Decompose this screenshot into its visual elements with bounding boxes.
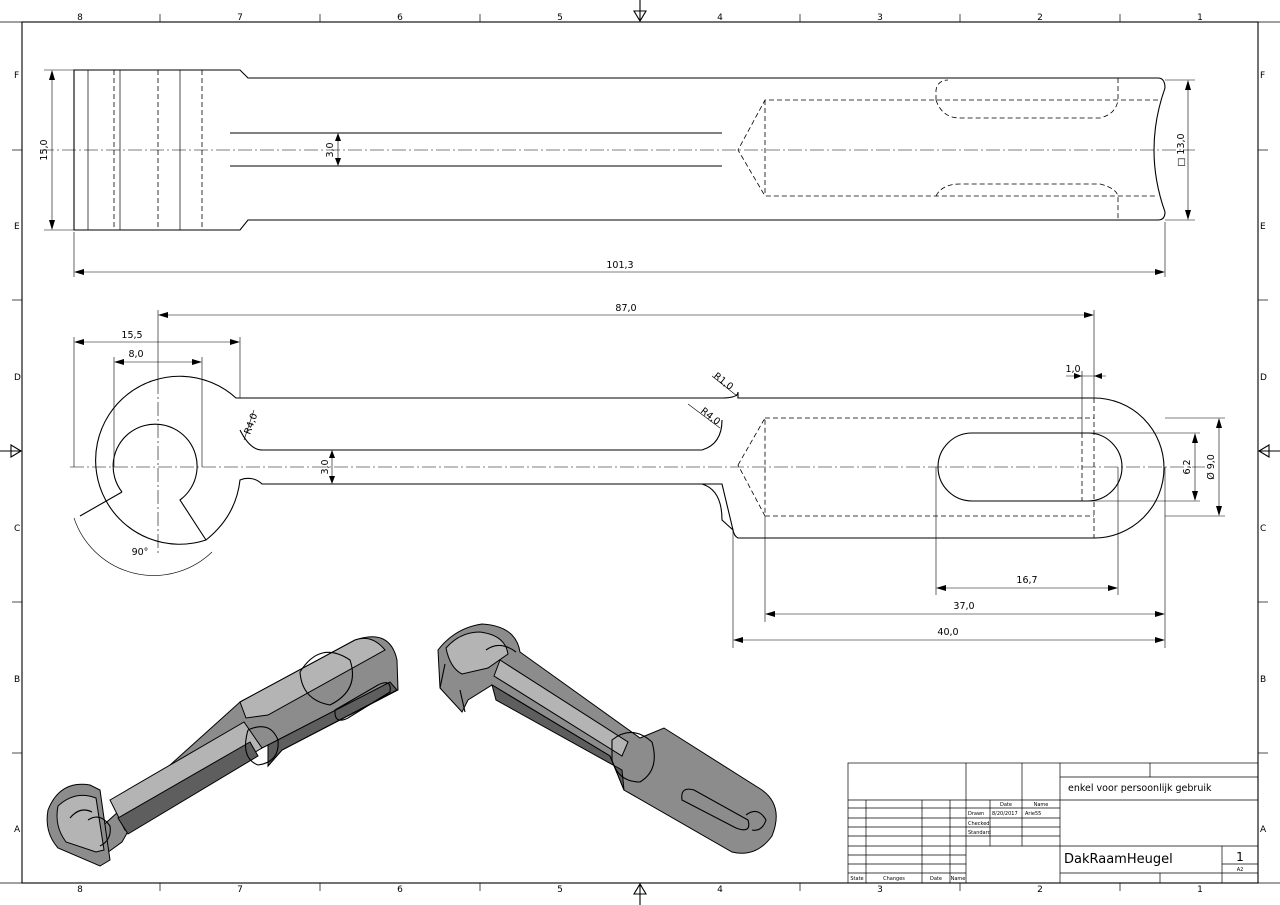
zone-row-b-left: B <box>14 675 20 685</box>
isometric-view-right <box>437 623 777 854</box>
dim-front-87: 87,0 <box>615 303 636 314</box>
title-block: enkel voor persoonlijk gebruik Date Name… <box>847 762 1259 884</box>
title-block-rev-changes: Changes <box>883 876 905 882</box>
dim-front-1: 1,0 <box>1065 364 1080 375</box>
title-block-format: A2 <box>1237 867 1244 873</box>
dim-front-slot: 3,0 <box>320 459 331 474</box>
zone-col-3-top: 3 <box>877 13 883 23</box>
zone-row-f-left: F <box>14 71 19 81</box>
dim-front-angle: 90° <box>132 547 149 558</box>
zone-col-6-bottom: 6 <box>397 885 403 895</box>
zone-row-d-left: D <box>14 373 21 383</box>
dim-front-8: 8,0 <box>128 349 143 360</box>
title-block-row-standard: Standard <box>968 830 991 836</box>
zone-row-a-left: A <box>14 825 21 835</box>
dim-front-r4-right: R4,0 <box>698 406 722 428</box>
zone-row-c-right: C <box>1260 524 1266 534</box>
dim-front-37: 37,0 <box>953 601 974 612</box>
zone-col-7-top: 7 <box>237 13 243 23</box>
zone-col-2-top: 2 <box>1037 13 1043 23</box>
title-block-col-name: Name <box>1034 802 1049 808</box>
title-block-sheet: 1 <box>1236 850 1244 864</box>
dim-front-16-7: 16,7 <box>1016 575 1037 586</box>
zone-col-4-top: 4 <box>717 13 723 23</box>
title-block-row-drawn: Drawn <box>968 811 984 817</box>
zone-ticks <box>12 14 1268 891</box>
dim-front-9: Ø 9,0 <box>1206 454 1217 480</box>
zone-col-8-bottom: 8 <box>77 885 83 895</box>
zone-col-5-bottom: 5 <box>557 885 563 895</box>
zone-row-c-left: C <box>14 524 20 534</box>
isometric-view-left <box>46 636 399 867</box>
zone-col-6-top: 6 <box>397 13 403 23</box>
zone-col-1-top: 1 <box>1197 13 1203 23</box>
zone-col-4-bottom: 4 <box>717 885 723 895</box>
zone-col-5-top: 5 <box>557 13 563 23</box>
dim-front-40: 40,0 <box>937 627 958 638</box>
zone-row-d-right: D <box>1260 373 1267 383</box>
zone-row-a-right: A <box>1260 825 1267 835</box>
dim-top-square: □ 13,0 <box>1176 133 1187 166</box>
title-block-row-checked: Checked <box>968 821 989 827</box>
dim-top-height: 15,0 <box>39 139 50 160</box>
dim-front-r4-left: R4,0 <box>242 412 260 436</box>
title-block-rev-date: Date <box>930 876 942 882</box>
zone-col-7-bottom: 7 <box>237 885 243 895</box>
dim-top-slot: 3,0 <box>325 142 336 157</box>
top-view: 15,0 3,0 □ 13,0 101,3 <box>39 69 1195 277</box>
dim-front-r1: R1,0 <box>711 371 735 393</box>
title-block-col-date: Date <box>1000 802 1012 808</box>
dim-top-length: 101,3 <box>606 260 633 271</box>
title-block-title: DakRaamHeugel <box>1064 852 1173 867</box>
dim-front-15-5: 15,5 <box>121 330 142 341</box>
front-view: 87,0 15,5 8,0 R4,0 R1,0 R4,0 3,0 1,0 <box>70 303 1225 648</box>
zone-row-b-right: B <box>1260 675 1266 685</box>
title-block-rev-name: Name <box>951 876 966 882</box>
zone-row-e-left: E <box>14 222 20 232</box>
zone-col-3-bottom: 3 <box>877 885 883 895</box>
title-block-drawn-name: Arie55 <box>1025 811 1041 817</box>
dim-front-6-2: 6,2 <box>1182 459 1193 474</box>
zone-col-8-top: 8 <box>77 13 83 23</box>
title-block-rev-state: State <box>850 876 863 882</box>
zone-col-2-bottom: 2 <box>1037 885 1043 895</box>
zone-col-1-bottom: 1 <box>1197 885 1203 895</box>
zone-row-f-right: F <box>1260 71 1265 81</box>
title-block-drawn-date: 8/20/2017 <box>992 811 1018 817</box>
zone-row-e-right: E <box>1260 222 1266 232</box>
title-block-note: enkel voor persoonlijk gebruik <box>1068 783 1212 794</box>
